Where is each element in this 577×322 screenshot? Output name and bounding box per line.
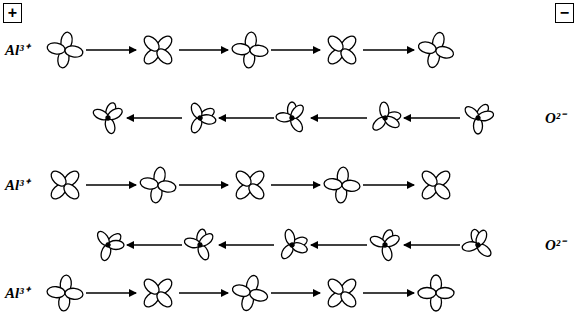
- sign-text: +: [8, 5, 17, 21]
- cathode-sign-box: −: [555, 3, 574, 23]
- ion-label: Al³⁺: [4, 177, 30, 194]
- sign-text: −: [560, 5, 569, 21]
- ion-label: O²⁻: [544, 237, 566, 254]
- al-row: [44, 25, 458, 76]
- al-row: [40, 160, 462, 211]
- ion-label: O²⁻: [544, 110, 566, 127]
- ion-label: Al³⁺: [4, 285, 30, 302]
- o-row: [85, 222, 500, 268]
- ion-label: Al³⁺: [4, 42, 30, 59]
- anode-sign-box: +: [3, 3, 22, 23]
- al-row: [45, 268, 454, 319]
- o-row: [92, 95, 498, 141]
